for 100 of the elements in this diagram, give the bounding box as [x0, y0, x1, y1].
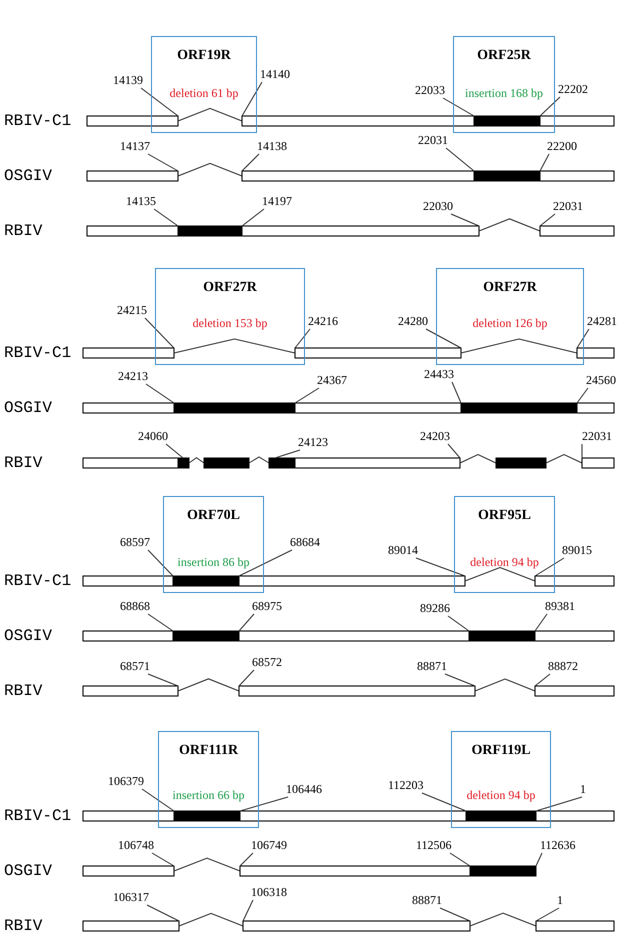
row-label: RBIV-C1: [4, 344, 72, 362]
orf-box: [454, 496, 555, 593]
position-number: 24281: [587, 314, 617, 328]
position-number: 106317: [113, 890, 149, 904]
leader-line: [422, 792, 466, 812]
row-label: RBIV: [4, 454, 42, 472]
orf-title: ORF19R: [176, 48, 232, 64]
mutation-label: deletion 61 bp: [168, 86, 240, 100]
leader-line: [440, 908, 470, 922]
leader-line: [576, 328, 590, 348]
leader-line: [242, 154, 260, 172]
position-number: 24560: [586, 373, 616, 387]
genome-bar: [82, 810, 614, 822]
position-number: 14139: [113, 73, 143, 87]
leader-line: [452, 382, 462, 404]
position-number: 1: [580, 782, 586, 796]
leader-line: [540, 154, 550, 172]
leader-line: [426, 328, 462, 348]
position-number: 22031: [418, 133, 448, 147]
orf-title: ORF70L: [186, 508, 241, 524]
position-number: 24123: [298, 435, 328, 449]
leader-line: [416, 558, 466, 576]
position-number: 22031: [553, 199, 583, 213]
position-number: 14140: [260, 67, 290, 81]
position-number: 106749: [251, 838, 287, 852]
position-number: 22030: [423, 199, 453, 213]
leader-line: [294, 388, 320, 404]
row-label: OSGIV: [4, 167, 52, 185]
leader-line: [540, 214, 556, 226]
leader-line: [446, 148, 474, 172]
genome-bar: [86, 162, 614, 182]
leader-line: [274, 450, 300, 458]
position-number: 112506: [416, 838, 452, 852]
orf-box: [436, 268, 584, 365]
leader-line: [242, 208, 264, 226]
orf-title: ORF25R: [476, 48, 532, 64]
position-number: 106379: [108, 774, 144, 788]
mutation-label: insertion 168 bp: [464, 86, 544, 100]
row-label: RBIV: [4, 917, 42, 934]
position-number: 68684: [290, 535, 320, 549]
mutation-label: deletion 94 bp: [469, 555, 540, 569]
leader-line: [240, 796, 288, 812]
leader-line: [242, 82, 262, 116]
row-label: RBIV-C1: [4, 112, 72, 130]
leader-line: [238, 670, 254, 686]
leader-line: [536, 852, 542, 866]
row-label: OSGIV: [4, 862, 52, 880]
genome-bar: [82, 338, 614, 358]
genome-bar: [86, 108, 614, 126]
leader-line: [540, 96, 560, 116]
leader-line: [534, 674, 550, 686]
leader-line: [154, 208, 178, 226]
leader-line: [152, 852, 174, 866]
mutation-label: deletion 94 bp: [466, 788, 536, 802]
position-number: 106748: [118, 838, 154, 852]
leader-line: [536, 796, 582, 812]
position-number: 112636: [540, 838, 576, 852]
position-number: 22202: [558, 82, 588, 96]
position-number: 89015: [562, 543, 592, 557]
leader-line: [148, 674, 178, 686]
position-number: 88872: [548, 659, 578, 673]
leader-line: [534, 558, 564, 576]
position-number: 14135: [126, 194, 156, 208]
orf-box: [451, 731, 551, 828]
row-label: RBIV-C1: [4, 807, 72, 825]
leader-line: [536, 908, 560, 922]
position-number: 89381: [545, 599, 575, 613]
leader-line: [144, 318, 174, 348]
position-number: 24367: [317, 373, 347, 387]
row-label: RBIV: [4, 682, 42, 700]
leader-line: [148, 154, 178, 172]
mutation-label: insertion 86 bp: [176, 555, 250, 569]
leader-line: [166, 444, 184, 458]
position-number: 24213: [118, 369, 148, 383]
leader-line: [148, 614, 174, 632]
genome-bar: [82, 566, 614, 586]
orf-title: ORF119L: [470, 743, 532, 759]
leader-line: [146, 384, 174, 404]
position-number: 22200: [547, 139, 577, 153]
orf-box: [453, 36, 555, 133]
position-number: 24216: [308, 314, 338, 328]
position-number: 24203: [420, 429, 450, 443]
orf-box: [163, 496, 264, 593]
row-label: RBIV: [4, 222, 42, 240]
leader-line: [442, 98, 474, 116]
leader-line: [450, 214, 480, 226]
position-number: 88871: [412, 893, 442, 907]
mutation-label: deletion 126 bp: [472, 316, 548, 330]
genome-bar: [82, 454, 614, 468]
position-number: 24060: [138, 429, 168, 443]
position-number: 112203: [388, 778, 424, 792]
position-number: 88871: [417, 659, 447, 673]
position-number: 68571: [120, 659, 150, 673]
leader-line: [142, 788, 174, 812]
orf-box: [155, 268, 305, 365]
leader-line: [146, 904, 180, 922]
orf-title: ORF27R: [202, 280, 258, 296]
row-label: OSGIV: [4, 627, 52, 645]
position-number: 106318: [251, 885, 287, 899]
leader-line: [242, 900, 254, 922]
